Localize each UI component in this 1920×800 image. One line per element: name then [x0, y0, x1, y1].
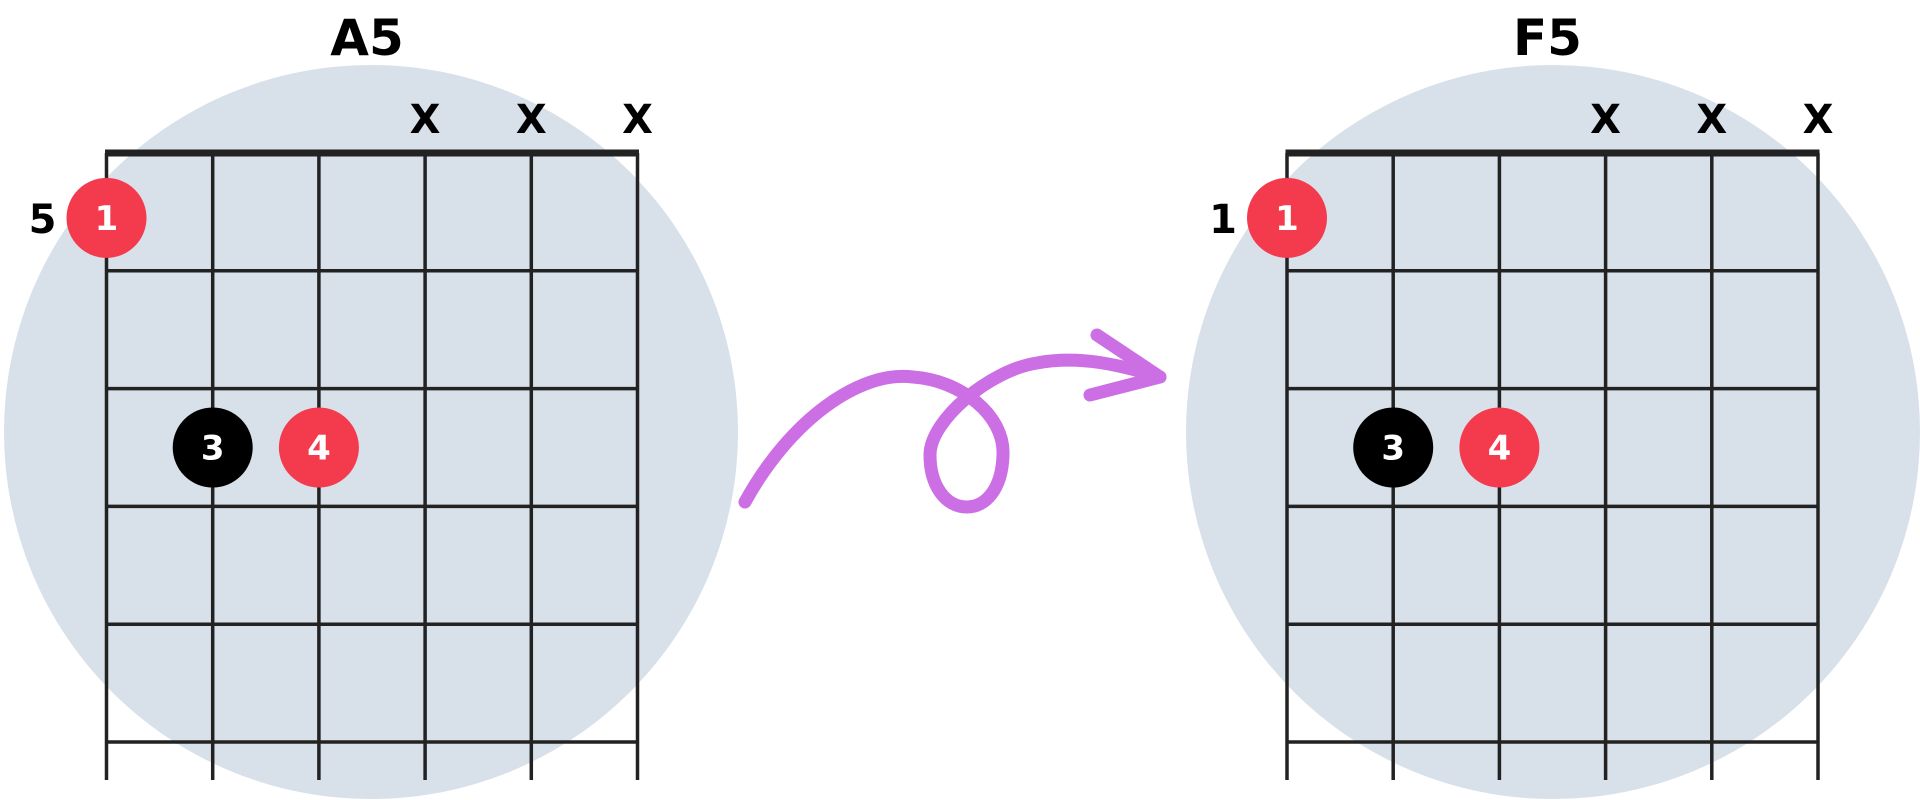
starting-fret-label: 5: [29, 197, 57, 243]
finger-number: 4: [1488, 429, 1512, 469]
finger-dot: [172, 407, 253, 488]
finger-number: 1: [1275, 199, 1299, 239]
background-circle: [4, 65, 738, 799]
muted-string-marker: X: [1803, 97, 1834, 143]
finger-dot: [66, 177, 147, 258]
muted-string-marker: X: [516, 97, 547, 143]
finger-number: 3: [201, 429, 225, 469]
chord-title: A5: [330, 9, 404, 67]
finger-dot: [278, 407, 359, 488]
finger-number: 4: [307, 429, 331, 469]
muted-string-marker: X: [622, 97, 653, 143]
muted-string-marker: X: [410, 97, 441, 143]
chord-title: F5: [1513, 9, 1582, 67]
muted-string-marker: X: [1696, 97, 1727, 143]
muted-string-marker: X: [1590, 97, 1621, 143]
starting-fret-label: 1: [1209, 197, 1237, 243]
finger-dot: [1459, 407, 1540, 488]
finger-dot: [1247, 177, 1327, 258]
finger-dot: [1353, 407, 1434, 488]
finger-number: 1: [95, 199, 119, 239]
background-circle: [1186, 65, 1920, 799]
curly-arrow-icon: [738, 328, 1167, 514]
finger-number: 3: [1381, 429, 1405, 469]
